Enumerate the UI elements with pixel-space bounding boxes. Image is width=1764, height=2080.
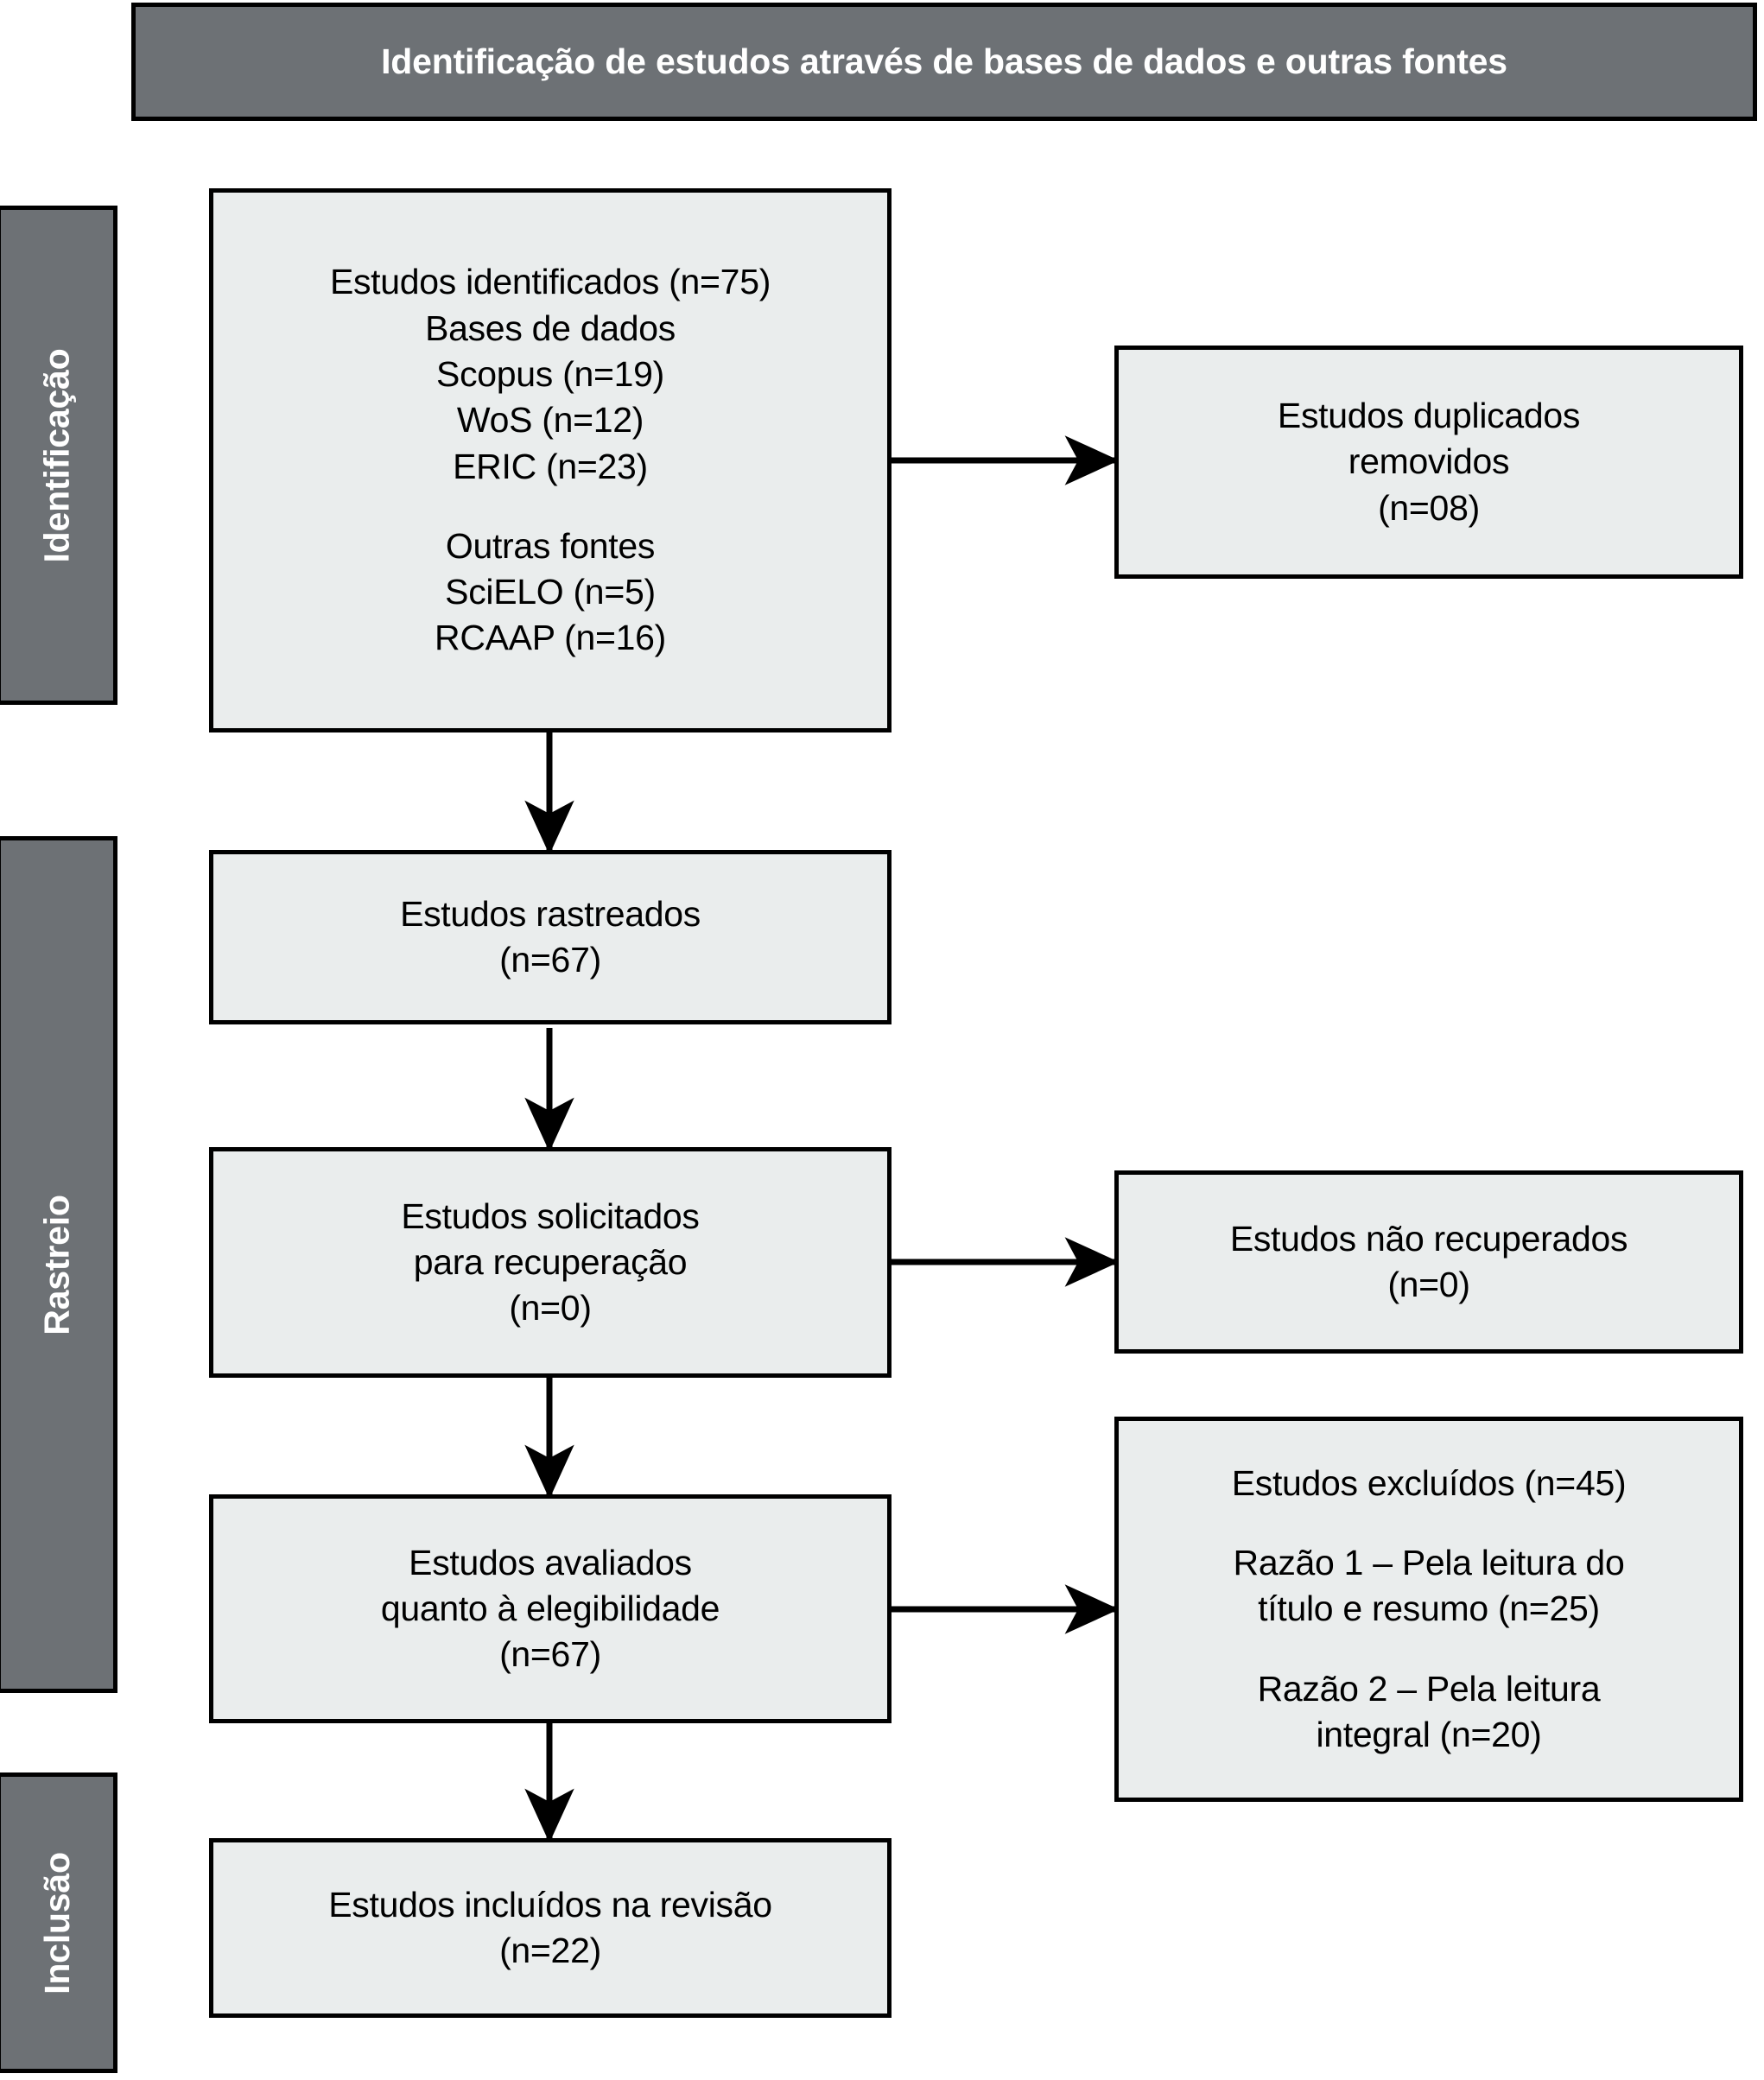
studies-sought-retrieval-box: Estudos solicitados para recuperação (n=0) — [209, 1147, 892, 1378]
stage-label-rastreio: Rastreio — [36, 1194, 77, 1335]
stage-label-inclusao: Inclusão — [36, 1851, 77, 1994]
duplicates-removed-box: Estudos duplicados removidos (n=08) — [1114, 346, 1743, 579]
box-text-line: Scopus (n=19) — [436, 353, 664, 394]
box-text-line: título e resumo (n=25) — [1258, 1589, 1600, 1629]
box-text-line: Estudos incluídos na revisão — [328, 1884, 772, 1925]
studies-identified-box: Estudos identificados (n=75) Bases de dad… — [209, 188, 892, 732]
stage-label-identificacao: Identificação — [36, 347, 77, 563]
studies-not-retrieved-box: Estudos não recuperados (n=0) — [1114, 1170, 1743, 1354]
box-text-line: Estudos avaliados — [409, 1542, 692, 1582]
box-text-line: removidos — [1348, 441, 1510, 482]
box-text-line: RCAAP (n=16) — [435, 618, 666, 658]
box-text-line: integral (n=20) — [1316, 1714, 1542, 1754]
box-text-line: quanto à elegibilidade — [380, 1588, 720, 1628]
box-text-line: Estudos duplicados — [1277, 396, 1581, 436]
stage-band-rastreio: Rastreio — [0, 836, 117, 1693]
box-text-line: (n=0) — [1387, 1265, 1470, 1304]
box-text-line: (n=08) — [1378, 487, 1480, 528]
page-title: Identificação de estudos através de base… — [381, 41, 1507, 81]
box-text-line: WoS (n=12) — [456, 400, 644, 441]
box-text-line: Razão 1 – Pela leitura do — [1233, 1543, 1625, 1583]
box-text-line: Outras fontes — [445, 525, 656, 566]
box-text-line: ERIC (n=23) — [453, 446, 648, 486]
box-text-line: (n=22) — [499, 1931, 601, 1970]
box-text-line: SciELO (n=5) — [445, 572, 656, 612]
box-text-line: (n=67) — [499, 1634, 601, 1675]
box-text-line: Bases de dados — [425, 308, 676, 348]
studies-included-box: Estudos incluídos na revisão (n=22) — [209, 1838, 892, 2018]
studies-excluded-box: Estudos excluídos (n=45) Razão 1 – Pela l… — [1114, 1417, 1743, 1802]
box-text-line: Estudos não recuperados — [1229, 1218, 1628, 1259]
box-text-line: (n=67) — [499, 940, 601, 980]
stage-band-identificacao: Identificação — [0, 206, 117, 705]
box-text-line: Estudos excluídos (n=45) — [1231, 1462, 1627, 1503]
box-text-line: (n=0) — [509, 1288, 592, 1329]
diagram-header-banner: Identificação de estudos através de base… — [131, 3, 1757, 121]
studies-assessed-eligibility-box: Estudos avaliados quanto à elegibilidade (… — [209, 1494, 892, 1723]
box-text-line: Estudos identificados (n=75) — [329, 262, 771, 302]
box-text-line: Razão 2 – Pela leitura — [1257, 1668, 1601, 1709]
stage-band-inclusao: Inclusão — [0, 1772, 117, 2073]
box-text-line: Estudos solicitados — [401, 1195, 700, 1236]
studies-screened-box: Estudos rastreados (n=67) — [209, 850, 892, 1024]
box-text-line: Estudos rastreados — [400, 893, 701, 934]
box-text-line: para recuperação — [413, 1241, 688, 1282]
